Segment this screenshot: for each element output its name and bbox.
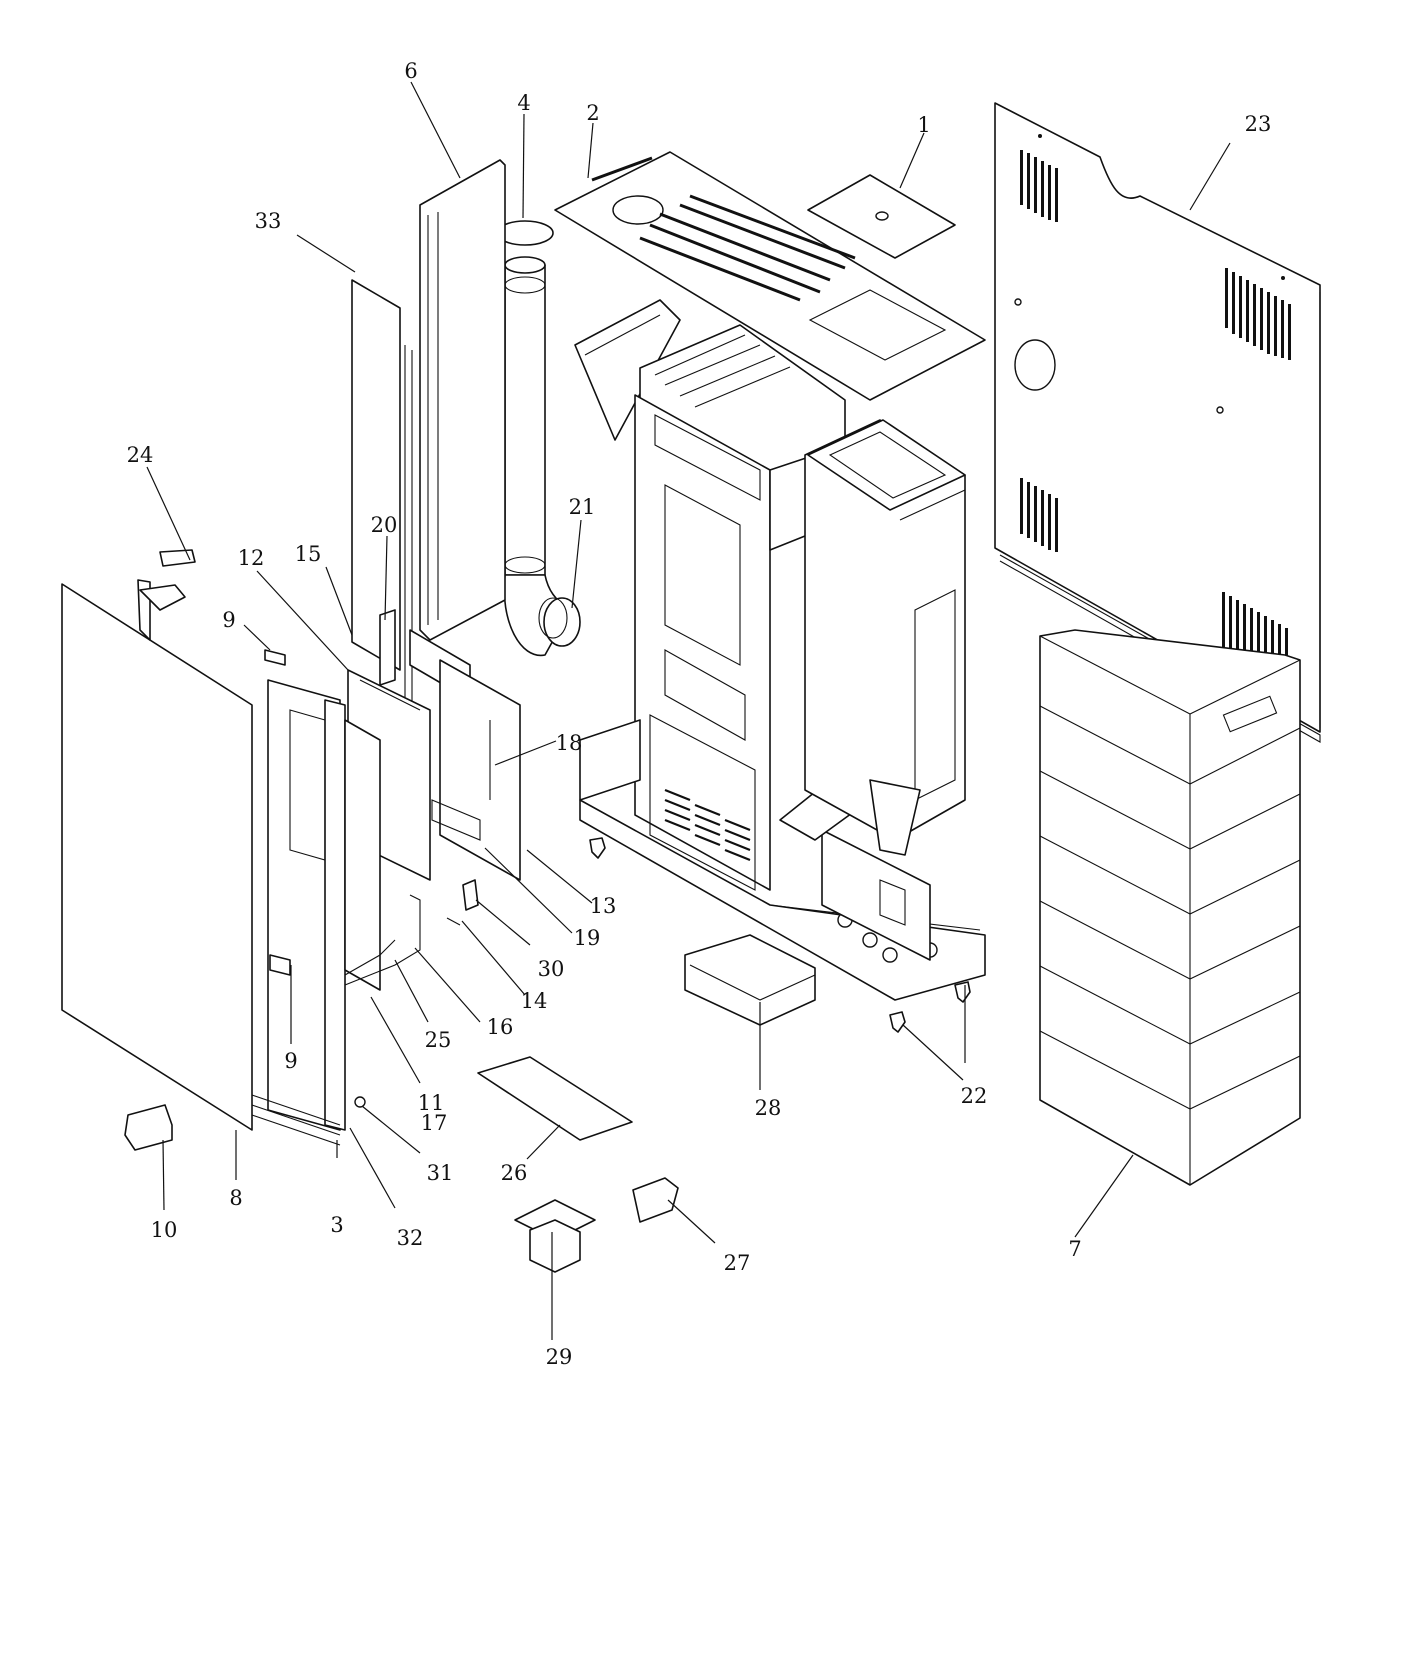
bracket-30 xyxy=(462,879,479,911)
cover-pad xyxy=(807,174,956,259)
callout-28: 28 xyxy=(755,1096,782,1120)
callout-15: 15 xyxy=(295,542,322,566)
callout-14: 14 xyxy=(521,989,548,1013)
callout-1: 1 xyxy=(917,113,930,137)
callout-8: 8 xyxy=(229,1186,242,1210)
side-cladding xyxy=(1039,629,1301,1186)
rear-vent-upper-left xyxy=(1020,150,1058,222)
callout-6: 6 xyxy=(404,59,417,83)
ash-tray xyxy=(684,934,816,1026)
rear-vent-lower-left xyxy=(1020,478,1058,552)
callout-10: 10 xyxy=(151,1218,178,1242)
callout-30: 30 xyxy=(538,957,565,981)
callout-21: 21 xyxy=(569,495,596,519)
rear-vent-upper-right xyxy=(1225,268,1291,360)
hinge-block xyxy=(124,1104,173,1151)
callout-18: 18 xyxy=(556,731,583,755)
rear-vent-lower-right xyxy=(1222,592,1288,680)
top-cover-plate xyxy=(554,151,986,401)
small-parts xyxy=(124,879,479,1151)
callout-11: 11 xyxy=(418,1091,445,1115)
callout-16: 16 xyxy=(487,1015,514,1039)
clip-27 xyxy=(632,1177,679,1223)
rod-25 xyxy=(344,939,396,976)
callout-13: 13 xyxy=(590,894,617,918)
callout-33: 33 xyxy=(255,209,282,233)
callout-20: 20 xyxy=(371,513,398,537)
callout-25: 25 xyxy=(425,1028,452,1052)
callout-labels: 1 2 3 4 6 7 8 9 9 10 11 12 13 14 15 16 1… xyxy=(127,59,1272,1369)
callout-9a: 9 xyxy=(222,608,235,632)
callout-31: 31 xyxy=(427,1161,454,1185)
callout-4: 4 xyxy=(517,91,530,115)
front-door-assembly xyxy=(61,549,381,1146)
callout-23: 23 xyxy=(1245,112,1272,136)
callout-9b: 9 xyxy=(284,1049,297,1073)
callout-17: 17 xyxy=(421,1111,448,1135)
callout-7: 7 xyxy=(1068,1237,1081,1261)
loose-parts xyxy=(477,837,971,1273)
callout-22: 22 xyxy=(961,1084,988,1108)
flue-outlet-hole xyxy=(1014,339,1056,391)
leader-lines xyxy=(146,81,1231,1340)
rear-panel xyxy=(994,102,1321,743)
side-panel-frames xyxy=(347,159,521,881)
callout-2: 2 xyxy=(586,101,599,125)
rod-16 xyxy=(344,894,421,986)
callout-3: 3 xyxy=(330,1213,343,1237)
callout-29: 29 xyxy=(546,1345,573,1369)
insulation-plate xyxy=(477,1056,633,1141)
callout-24: 24 xyxy=(127,443,154,467)
callout-32: 32 xyxy=(397,1226,424,1250)
callout-27: 27 xyxy=(724,1251,751,1275)
callout-12: 12 xyxy=(238,546,265,570)
washer-31 xyxy=(354,1096,366,1108)
flue-pipe xyxy=(496,220,581,657)
callout-26: 26 xyxy=(501,1161,528,1185)
callout-19: 19 xyxy=(574,926,601,950)
pin-14 xyxy=(446,917,461,926)
stove-body xyxy=(574,299,986,1001)
